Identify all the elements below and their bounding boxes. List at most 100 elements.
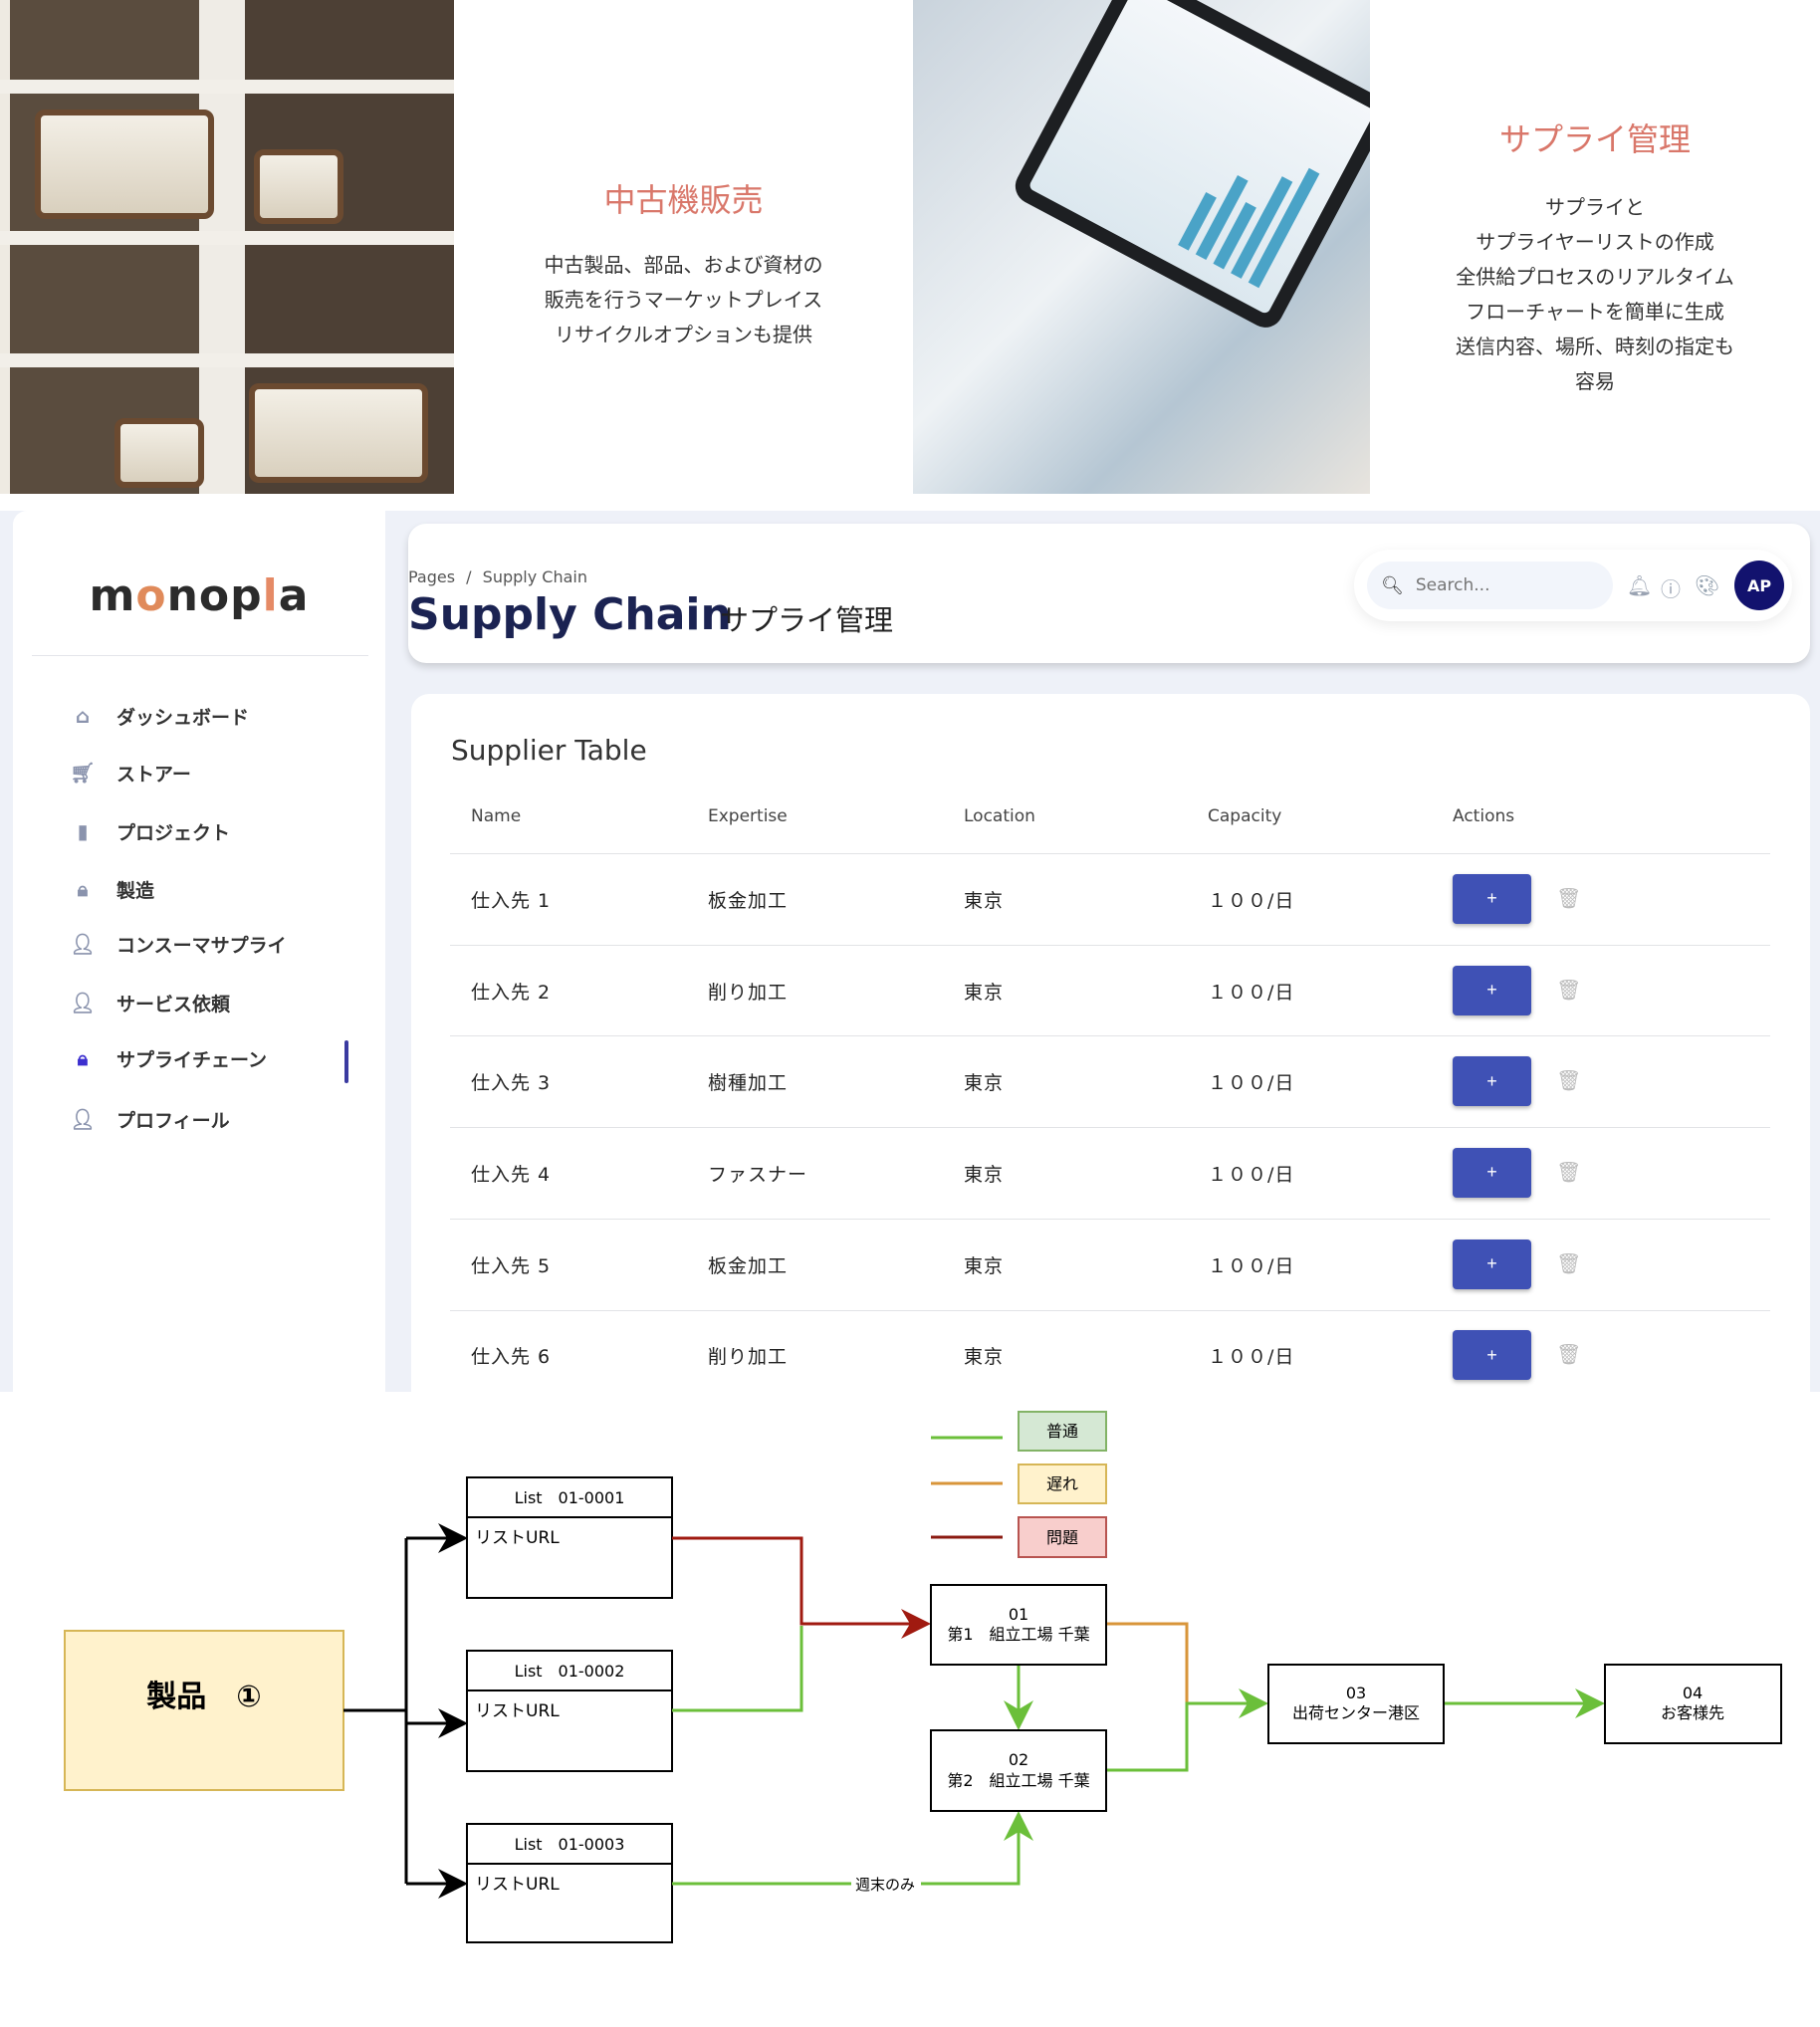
- supplier-location: 東京: [964, 1163, 1005, 1186]
- trash-icon[interactable]: 🗑︎: [1556, 1159, 1582, 1184]
- promo-supply-management: サプライ管理 サプライと サプライヤーリストの作成 全供給プロセスのリアルタイム…: [1370, 0, 1820, 494]
- sidebar-item-label: サービス依頼: [116, 993, 231, 1015]
- person-icon: 👤︎: [70, 932, 96, 956]
- sidebar: monopla ⌂ ダッシュボード 🛒︎ストアー ▮ プロジェクト 🔒︎製造 👤︎ コ…: [13, 511, 385, 1392]
- supplier-expertise: 樹種加工: [708, 1072, 789, 1095]
- bar-chart-icon: ▮: [77, 819, 89, 843]
- supplier-expertise: 削り加工: [708, 1346, 789, 1369]
- column-header-capacity[interactable]: Capacity: [1208, 806, 1282, 826]
- supplier-location: 東京: [964, 889, 1005, 912]
- column-header-location[interactable]: Location: [964, 806, 1035, 826]
- trash-icon[interactable]: 🗑︎: [1556, 1342, 1582, 1367]
- add-button[interactable]: +: [1453, 1330, 1531, 1381]
- sidebar-item-dashboard[interactable]: ⌂ ダッシュボード: [70, 696, 249, 736]
- supplier-capacity: １００/日: [1208, 1346, 1295, 1369]
- row-divider: [450, 1127, 1770, 1129]
- flow-edges: [672, 1536, 1605, 1886]
- node-name: お客様先: [1661, 1703, 1724, 1722]
- column-header-expertise[interactable]: Expertise: [708, 806, 788, 826]
- supplier-name: 仕入先 1: [471, 889, 552, 912]
- sidebar-item-manufacturing[interactable]: 🔒︎製造: [70, 869, 154, 909]
- row-divider: [450, 1309, 1770, 1311]
- supplier-capacity: １００/日: [1208, 981, 1295, 1004]
- supplier-location: 東京: [964, 1072, 1005, 1095]
- add-button[interactable]: +: [1453, 965, 1531, 1015]
- breadcrumb-pages[interactable]: Pages: [408, 567, 456, 586]
- supplier-expertise: ファスナー: [708, 1163, 808, 1186]
- sidebar-item-consumer-supply[interactable]: 👤︎ コンスーマサプライ: [70, 924, 287, 964]
- sidebar-item-profile[interactable]: 👤︎ プロフィール: [70, 1099, 230, 1139]
- info-icon[interactable]: ⓘ: [1661, 577, 1681, 601]
- promo-line: 販売を行うマーケットプレイス: [544, 288, 823, 312]
- list-box-2: List 01-0002 リストURL: [466, 1650, 673, 1772]
- promo-line: 送信内容、場所、時刻の指定も: [1456, 335, 1734, 358]
- trash-icon[interactable]: 🗑︎: [1556, 1068, 1582, 1093]
- sidebar-item-service-request[interactable]: 👤︎サービス依頼: [70, 983, 230, 1022]
- node-name: 第1 組立工場 千葉: [947, 1625, 1089, 1644]
- supplier-capacity: １００/日: [1208, 889, 1295, 912]
- sidebar-item-label: 製造: [116, 879, 155, 902]
- promo-line: リサイクルオプションも提供: [555, 323, 812, 346]
- page-subtitle: サプライ管理: [720, 603, 894, 637]
- distribution-edges: [343, 1523, 468, 1899]
- supply-flow-diagram: 製品 ① List 01-0001 リストURL List 01-0002 リス…: [64, 1411, 1782, 1943]
- home-icon: ⌂: [75, 704, 91, 728]
- add-button[interactable]: +: [1453, 1056, 1531, 1107]
- trash-icon[interactable]: 🗑︎: [1556, 977, 1582, 1002]
- add-button[interactable]: +: [1453, 1147, 1531, 1198]
- supplier-capacity: １００/日: [1208, 1163, 1295, 1186]
- avatar[interactable]: AP: [1734, 561, 1784, 610]
- trash-icon[interactable]: 🗑︎: [1556, 1250, 1582, 1275]
- legend: 普通 遅れ 問題: [931, 1411, 1107, 1558]
- sidebar-item-label: プロジェクト: [116, 821, 231, 844]
- node-number: 03: [1346, 1684, 1366, 1702]
- sidebar-item-label: ダッシュボード: [116, 706, 250, 729]
- supplier-name: 仕入先 4: [471, 1163, 552, 1186]
- search-box[interactable]: 🔍︎: [1367, 562, 1613, 609]
- node-01: 01 第1 組立工場 千葉: [930, 1584, 1107, 1666]
- promo-line: 容易: [1575, 369, 1615, 393]
- list-url[interactable]: リストURL: [475, 1701, 560, 1721]
- sidebar-item-project[interactable]: ▮ プロジェクト: [70, 811, 230, 851]
- supplier-capacity: １００/日: [1208, 1072, 1295, 1095]
- supplier-name: 仕入先 5: [471, 1254, 552, 1277]
- active-indicator: [344, 1040, 348, 1083]
- sidebar-item-label: サプライチェーン: [116, 1048, 268, 1071]
- edge-node02-node03: [1106, 1689, 1268, 1772]
- node-name: 出荷センター港区: [1292, 1703, 1420, 1722]
- sidebar-item-store[interactable]: 🛒︎ストアー: [70, 753, 191, 792]
- add-button[interactable]: +: [1453, 1239, 1531, 1289]
- node-03: 03 出荷センター港区: [1267, 1664, 1445, 1744]
- list-url[interactable]: リストURL: [475, 1528, 560, 1548]
- edge-list2-node01: [672, 1626, 803, 1712]
- person-icon: 👤︎: [70, 1107, 96, 1131]
- edge-list3-node02: [672, 1811, 1033, 1886]
- logo[interactable]: monopla: [89, 570, 310, 621]
- supplier-name: 仕入先 3: [471, 1072, 552, 1095]
- sidebar-item-label: ストアー: [116, 763, 191, 786]
- breadcrumb-separator: /: [466, 567, 472, 586]
- legend-problem: 問題: [1046, 1528, 1078, 1547]
- bell-icon[interactable]: 🔔︎: [1627, 573, 1653, 597]
- node-name: 第2 組立工場 千葉: [947, 1771, 1089, 1790]
- column-header-name[interactable]: Name: [471, 806, 522, 826]
- search-input[interactable]: [1415, 575, 1595, 595]
- list-box-3: List 01-0003 リストURL: [466, 1823, 673, 1943]
- supplier-expertise: 板金加工: [708, 1254, 789, 1277]
- sidebar-item-label: コンスーマサプライ: [116, 934, 287, 957]
- sidebar-item-label: プロフィール: [116, 1109, 230, 1132]
- promo-line: サプライと: [1545, 195, 1645, 219]
- list-box-1: List 01-0001 リストURL: [466, 1476, 673, 1599]
- supplier-name: 仕入先 6: [471, 1346, 552, 1369]
- add-button[interactable]: +: [1453, 873, 1531, 924]
- trash-icon[interactable]: 🗑︎: [1556, 885, 1582, 910]
- page-header: Pages / Supply Chain Supply Chain サプライ管理…: [408, 524, 1810, 663]
- search-icon: 🔍︎: [1381, 574, 1404, 596]
- sidebar-item-supply-chain[interactable]: 🔒︎サプライチェーン: [70, 1038, 267, 1078]
- palette-icon[interactable]: 🎨︎: [1695, 573, 1720, 597]
- list-url[interactable]: リストURL: [475, 1875, 560, 1895]
- sidebar-divider: [32, 655, 368, 656]
- promo-title: サプライ管理: [1498, 120, 1691, 158]
- node-number: 04: [1683, 1684, 1703, 1702]
- supplier-table-card: Supplier Table Name Expertise Location C…: [411, 694, 1810, 1411]
